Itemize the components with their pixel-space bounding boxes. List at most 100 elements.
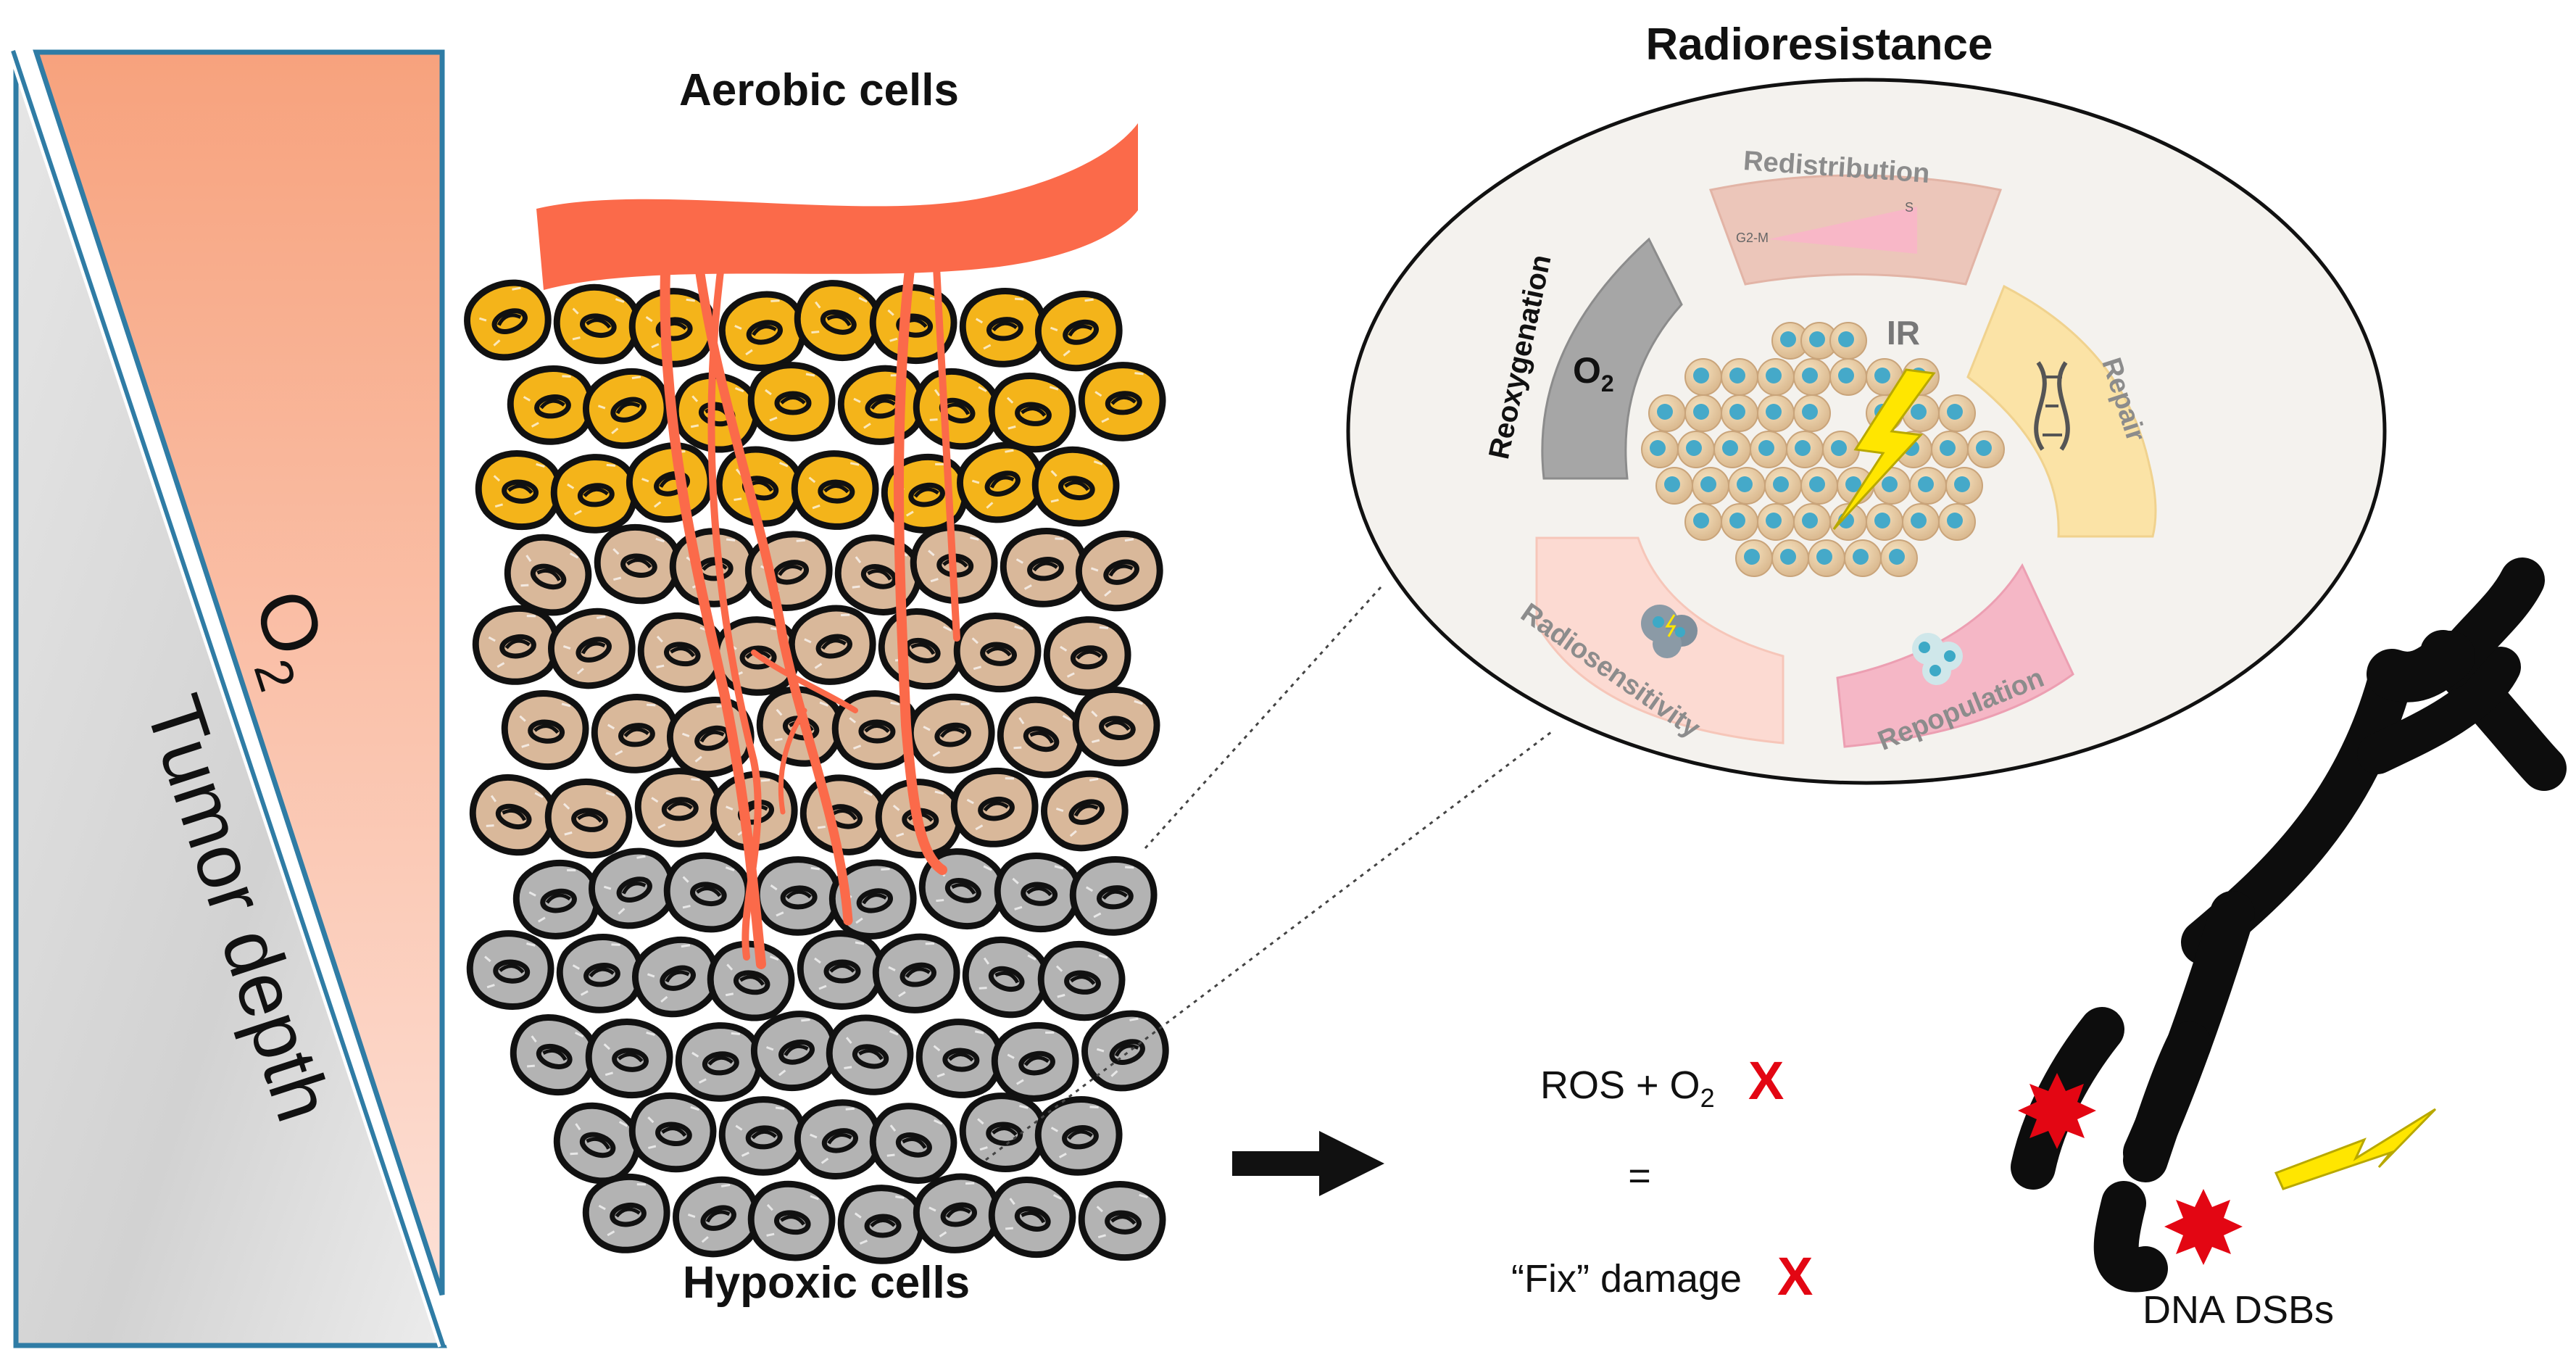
cluster-cell xyxy=(1938,394,1976,432)
tumor-cell xyxy=(840,1187,923,1262)
cluster-cell xyxy=(1771,539,1809,577)
cell-cycle-wedge xyxy=(1769,207,1917,254)
tumor-cell xyxy=(1071,684,1161,768)
cluster-cell xyxy=(1808,539,1845,577)
cluster-cell xyxy=(1793,503,1831,541)
tumor-cell xyxy=(950,766,1040,849)
tumor-cell xyxy=(627,1090,718,1174)
tumor-cell xyxy=(544,777,633,860)
tumor-cell xyxy=(741,526,837,617)
tumor-cell xyxy=(1070,524,1169,618)
cluster-cell xyxy=(1902,503,1940,541)
cluster-cell xyxy=(1967,431,2005,468)
cluster-cell xyxy=(1721,394,1758,432)
tumor-cell xyxy=(511,858,602,942)
tumor-cell xyxy=(636,768,722,847)
cluster-cell xyxy=(1721,503,1758,541)
fix-damage-text: “Fix” damage xyxy=(1511,1257,1742,1301)
tumor-cell xyxy=(1069,855,1158,937)
tumor-cell xyxy=(751,365,832,439)
tumor-cell xyxy=(987,371,1076,454)
dna-dsbs-label: DNA DSBs xyxy=(2143,1288,2334,1332)
tumor-cell xyxy=(581,1172,672,1255)
tumor-cell xyxy=(959,287,1047,368)
cluster-cell xyxy=(1909,467,1947,505)
tumor-cell xyxy=(1034,1095,1123,1177)
reoxygenation-segment xyxy=(1541,237,1683,480)
tumor-cell xyxy=(551,454,638,534)
radioresistance-title: Radioresistance xyxy=(1646,20,1993,70)
tumor-cell xyxy=(507,364,596,447)
cluster-cell xyxy=(1641,431,1679,468)
ros-cross-icon: X xyxy=(1748,1050,1784,1111)
oxygen-gradient-panel: O2 Tumor depth xyxy=(10,49,449,1348)
tumor-cell xyxy=(468,931,554,1009)
tumor-cell xyxy=(704,937,797,1024)
dsb-star-icon xyxy=(2018,1073,2096,1149)
cluster-cell xyxy=(1880,539,1918,577)
cluster-cell xyxy=(1829,322,1867,360)
fixation-mechanism: ROS + O2 X = “Fix” damage X xyxy=(1511,1050,1813,1306)
tumor-cell xyxy=(918,1021,1001,1097)
tumor-cell xyxy=(1000,526,1089,609)
cluster-cell xyxy=(1757,394,1795,432)
aerobic-cells-label: Aerobic cells xyxy=(679,65,959,115)
blood-vessel-main xyxy=(536,123,1138,290)
tumor-cell xyxy=(676,1022,763,1102)
irradiated-cells-icon xyxy=(1641,605,1698,658)
tumor-cell xyxy=(994,853,1081,932)
tumor-cell xyxy=(800,934,881,1007)
tumor-cell xyxy=(577,362,676,456)
cluster-cell xyxy=(1866,503,1903,541)
cluster-cell xyxy=(1728,467,1766,505)
tumor-cell xyxy=(502,690,589,770)
tumor-cell xyxy=(822,1010,918,1099)
tumor-cell xyxy=(1079,362,1166,441)
cluster-cell xyxy=(1822,431,1860,468)
tumor-cell xyxy=(982,1170,1081,1264)
tumor-cell xyxy=(745,1178,838,1264)
radiation-bolt-icon xyxy=(2274,1108,2437,1190)
fix-cross-icon: X xyxy=(1777,1246,1813,1306)
hypoxic-cells-label: Hypoxic cells xyxy=(683,1258,970,1308)
tumor-cell xyxy=(870,930,963,1017)
cluster-cell xyxy=(1684,503,1722,541)
radioresistance-panel: Radioresistance G2-M S Redistribution Re… xyxy=(1346,20,2387,785)
tumor-tissue: Aerobic cells Hypoxic cells xyxy=(457,65,1176,1308)
cluster-cell xyxy=(1648,394,1686,432)
tumor-cell xyxy=(756,858,839,934)
cluster-cell xyxy=(1721,358,1758,396)
dsb-star-icon xyxy=(2164,1189,2243,1265)
cluster-cell xyxy=(1750,431,1787,468)
s-phase-label: S xyxy=(1905,200,1914,215)
cluster-cell xyxy=(1931,431,1969,468)
reoxygenation-o2: O2 xyxy=(1573,350,1614,397)
cluster-cell xyxy=(1786,431,1824,468)
chromosome xyxy=(2011,557,2567,1293)
g2m-label: G2-M xyxy=(1736,231,1769,245)
tumor-cell xyxy=(662,850,753,935)
lightning-bolt-icon xyxy=(1832,368,1936,531)
tumor-cell xyxy=(1030,444,1121,529)
equals-sign: = xyxy=(1628,1154,1651,1198)
tumor-cell xyxy=(989,1020,1081,1105)
tumor-cell xyxy=(475,449,563,531)
cluster-cell xyxy=(1757,503,1795,541)
tumor-cell xyxy=(556,932,645,1015)
cluster-cell xyxy=(1735,539,1773,577)
tumor-cell xyxy=(1044,616,1131,696)
cluster-cell xyxy=(1829,358,1867,396)
tumor-cell xyxy=(785,601,879,689)
cluster-cell xyxy=(1764,467,1802,505)
cluster-cell xyxy=(1757,358,1795,396)
cluster-cell xyxy=(1793,394,1831,432)
cluster-cell xyxy=(1793,358,1831,396)
repair-segment xyxy=(1966,284,2157,538)
tumor-cell xyxy=(592,522,683,605)
cluster-cell xyxy=(1684,394,1722,432)
cluster-cell xyxy=(1938,503,1976,541)
cluster-cell xyxy=(1945,467,1983,505)
tumor-cell xyxy=(960,1093,1047,1172)
